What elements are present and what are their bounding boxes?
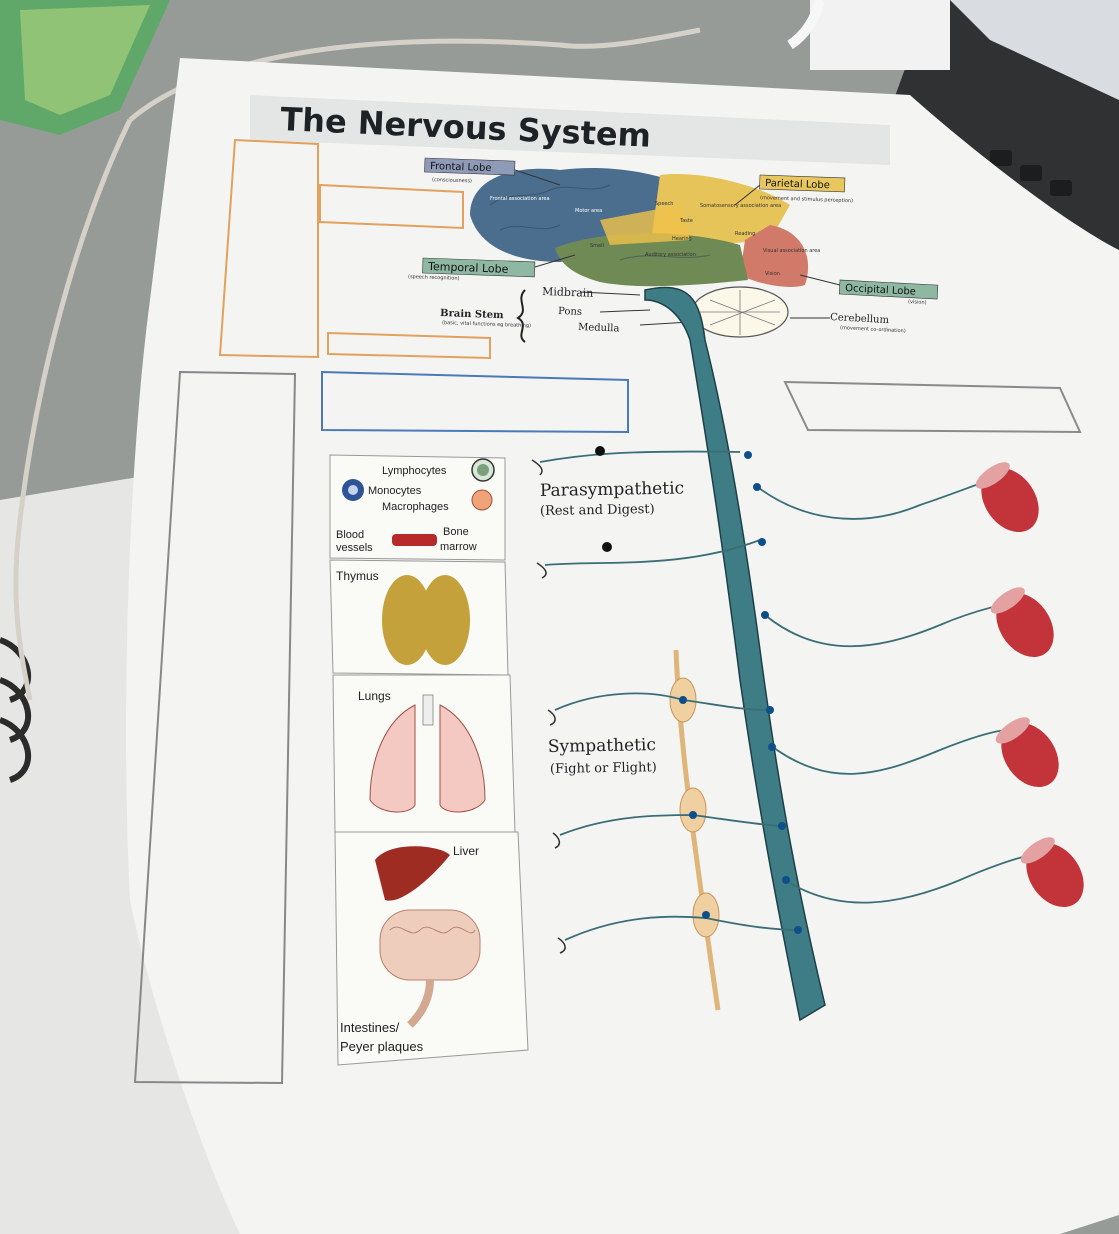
occipital-lobe-region [740, 225, 809, 287]
answer-box-frontal [319, 183, 464, 230]
cortex-label-auditory: Auditory association [645, 252, 696, 258]
nerve-fibers [539, 450, 1031, 941]
notebook-spiral [0, 637, 31, 783]
cortex-label-speech: Speech [655, 201, 673, 207]
monocytes-label: Monocytes [368, 485, 422, 497]
midbrain-label: Midbrain [542, 285, 594, 300]
cortex-label-hearing: Hearing [672, 236, 692, 242]
ganglion-dot-2 [602, 542, 612, 552]
cortex-label-visual-assoc: Visual association area [763, 248, 820, 254]
bone-marrow-label-2: marrow [440, 541, 477, 553]
tissue-box [0, 0, 170, 135]
cerebellum-note: (movement co-ordination) [840, 325, 906, 334]
thymus-icon [382, 575, 470, 665]
parietal-lobe-label: Parietal Lobe [765, 178, 830, 191]
thymus-label: Thymus [336, 569, 379, 583]
cortex-label-frontal-assoc: Frontal association area [490, 196, 550, 202]
immune-panel: Lymphocytes Monocytes Macrophages Blood … [329, 454, 529, 1066]
parietal-lobe-note: (movement and stimulus perception) [760, 195, 853, 204]
brain-stem-label: Brain Stem [440, 308, 504, 321]
bone-marrow-label-1: Bone [443, 526, 469, 538]
frontal-lobe-label-group: Frontal Lobe (consciousness) [424, 157, 516, 184]
brainstem-brace [516, 289, 526, 343]
temporal-lobe-note: (speech recognition) [408, 274, 460, 282]
charger [787, 0, 950, 70]
cortex-label-taste: Taste [679, 218, 693, 224]
temporal-lobe-label: Temporal Lobe [427, 260, 509, 276]
brain-stem-note: (basic, vital functions eg breathing) [442, 320, 531, 329]
macrophages-label: Macrophages [382, 501, 449, 513]
answer-box-center [321, 370, 629, 434]
brain-diagram: Motor area Frontal association area Spee… [470, 168, 820, 338]
temporal-lobe-region [555, 233, 748, 287]
pons-label: Pons [558, 306, 582, 318]
occipital-lobe-note: (vision) [908, 299, 927, 306]
lymphocytes-label: Lymphocytes [382, 465, 447, 477]
parietal-lobe-label-group: Parietal Lobe (movement and stimulus per… [759, 174, 853, 204]
sympathetic-label: Sympathetic [548, 735, 656, 757]
cortex-label-smell: Smell [590, 243, 604, 249]
frontal-lobe-note: (consciousness) [432, 177, 472, 184]
peyer-label: Peyer plaques [340, 1039, 424, 1054]
nerve-root-dots [679, 451, 802, 934]
liver-intestine-icon [375, 846, 481, 1028]
occipital-lobe-label-group: Occipital Lobe (vision) [838, 279, 939, 306]
title-band [250, 95, 890, 165]
temporal-lobe-label-group: Temporal Lobe (speech recognition) [408, 257, 536, 282]
liver-label: Liver [453, 844, 479, 858]
speech-area [600, 205, 690, 245]
cerebellum-folds [700, 290, 780, 335]
blood-vessels-label-2: vessels [336, 542, 373, 554]
answer-box-right [783, 380, 1082, 434]
lungs-icon [369, 694, 486, 813]
frontal-lobe-label: Frontal Lobe [430, 161, 492, 174]
cortex-label-reading: Reading [735, 231, 755, 237]
occipital-lobe-label: Occipital Lobe [845, 283, 916, 298]
cortex-label-vision: Vision [765, 271, 780, 277]
cortex-label-motor: Motor area [575, 208, 602, 214]
parasympathetic-label: Parasympathetic [540, 478, 684, 501]
muscle-2 [990, 587, 1054, 658]
lungs-label: Lungs [358, 689, 391, 703]
blood-vessel-icon [392, 534, 437, 546]
answer-box-brainstem [327, 331, 491, 360]
muscle-3 [995, 717, 1059, 788]
cable-2 [13, 118, 133, 701]
cerebellum-label: Cerebellum [830, 312, 890, 326]
sympathetic-note: (Fight or Flight) [550, 760, 657, 777]
blood-vessels-label-1: Blood [336, 529, 364, 541]
ganglion-dot-1 [595, 446, 605, 456]
muscle-1 [975, 462, 1039, 533]
brain-folds [489, 184, 711, 261]
answer-box-left-tall [133, 370, 297, 1085]
parasympathetic-note: (Rest and Digest) [540, 502, 655, 519]
intestines-label: Intestines/ [340, 1020, 400, 1035]
cortex-label-somatosensory: Somatosensory association area [700, 203, 781, 209]
medulla-label: Medulla [578, 322, 620, 334]
spinal-cord [644, 286, 826, 1022]
muscle-4 [1020, 837, 1084, 908]
macrophage-icon [471, 489, 493, 511]
answer-box-left-top [218, 138, 319, 359]
answer-boxes [133, 138, 1082, 1085]
nerve-terminals [531, 459, 566, 954]
